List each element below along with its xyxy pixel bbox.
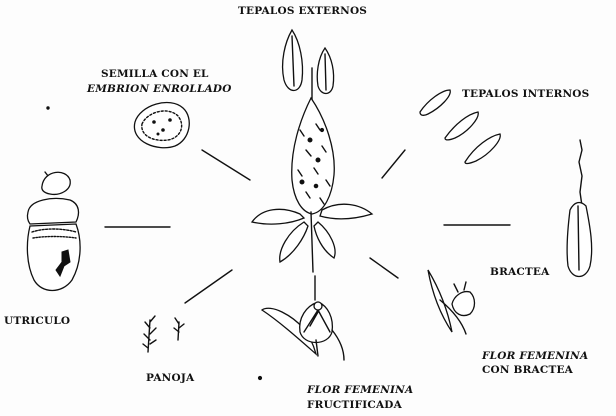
central-plant-drawing: [252, 98, 372, 272]
label-flor-bractea-line1: FLOR FEMENINA: [482, 350, 588, 362]
label-panoja: PANOJA: [146, 372, 194, 384]
connector-tepalos-internos: [382, 150, 405, 178]
tepalos-externos-drawing: [283, 30, 334, 94]
connector-panoja: [185, 270, 232, 303]
label-bractea: BRACTEA: [490, 266, 549, 278]
connector-semilla: [202, 150, 250, 180]
tepalos-internos-drawing: [420, 90, 500, 164]
label-flor-fructificada-line2: FRUCTIFICADA: [307, 399, 402, 411]
label-tepalos-externos: TEPALOS EXTERNOS: [238, 5, 367, 17]
label-flor-fructificada-line1: FLOR FEMENINA: [307, 384, 413, 396]
flor-fructificada-drawing: [262, 302, 344, 360]
label-utriculo: UTRICULO: [4, 315, 70, 327]
label-semilla-line1: SEMILLA CON EL: [101, 68, 209, 80]
label-flor-bractea-line2: CON BRACTEA: [482, 364, 573, 376]
label-tepalos-internos: TEPALOS INTERNOS: [462, 88, 589, 100]
panoja-drawing: [143, 316, 184, 352]
utriculo-drawing: [27, 172, 80, 291]
semilla-drawing: [134, 103, 189, 148]
bractea-drawing: [567, 140, 591, 277]
connector-flor-bractea: [370, 258, 398, 278]
flor-bractea-drawing: [428, 270, 475, 334]
label-semilla-line2: EMBRION ENROLLADO: [87, 83, 232, 95]
